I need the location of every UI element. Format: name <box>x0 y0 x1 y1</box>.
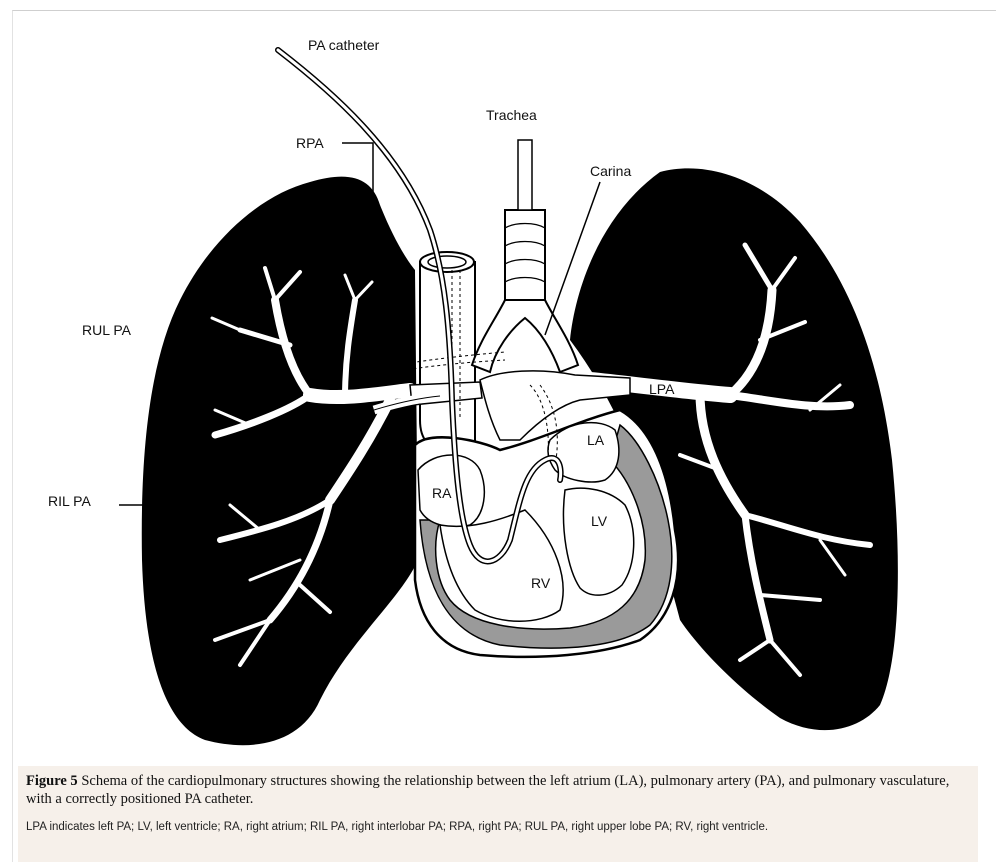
figure-number: Figure 5 <box>26 773 78 789</box>
figure-caption: Figure 5 Schema of the cardiopulmonary s… <box>18 766 978 862</box>
label-la: LA <box>587 432 605 448</box>
label-carina: Carina <box>590 163 631 179</box>
trachea <box>472 140 578 372</box>
caption-main: Figure 5 Schema of the cardiopulmonary s… <box>26 772 970 808</box>
label-ra: RA <box>432 485 452 501</box>
label-lpa: LPA <box>649 381 675 397</box>
label-ril-pa: RIL PA <box>48 493 91 509</box>
cardiopulmonary-diagram: PA catheter Trachea RPA Carina RUL PA LP… <box>0 0 998 760</box>
right-lung <box>142 177 418 746</box>
caption-legend: LPA indicates left PA; LV, left ventricl… <box>26 820 970 834</box>
caption-text: Schema of the cardiopulmonary structures… <box>26 773 949 807</box>
label-trachea: Trachea <box>486 107 537 123</box>
label-rv: RV <box>531 575 551 591</box>
label-rpa: RPA <box>296 135 324 151</box>
label-rul-pa: RUL PA <box>82 322 132 338</box>
label-lv: LV <box>591 513 608 529</box>
label-pa-catheter: PA catheter <box>308 37 380 53</box>
